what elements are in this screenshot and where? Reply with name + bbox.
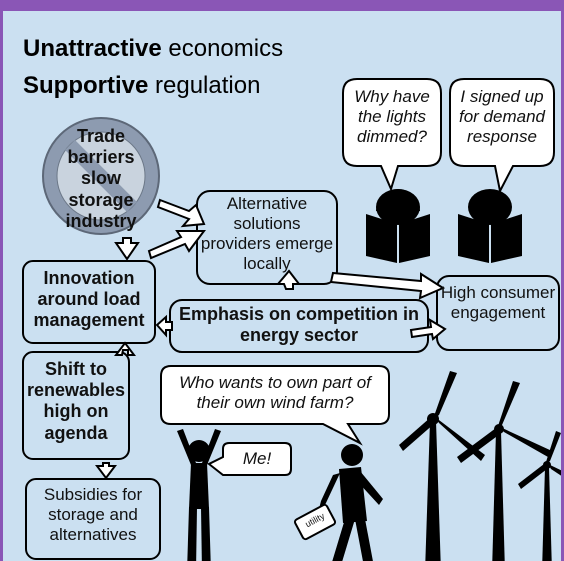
- wind-farm-speech-bubble: [160, 365, 390, 446]
- lights-speech-bubble: [342, 78, 442, 192]
- lights-speech-text: Why have the lights dimmed?: [354, 87, 430, 147]
- me-speech-bubble: [207, 442, 292, 476]
- demand-speech-text: I signed up for demand response: [459, 87, 545, 147]
- flow-arrows: [95, 198, 447, 480]
- businessman-icon: [313, 444, 383, 561]
- person-reading-icon: [366, 189, 430, 263]
- emphasis-text: Emphasis on competition in energy sector: [178, 304, 420, 346]
- wind-turbine-icon: [518, 431, 561, 561]
- diagram-canvas: [22, 78, 561, 561]
- briefcase-icon: [294, 503, 336, 541]
- high-engagement-box: [436, 275, 560, 351]
- subsidies-box: [25, 478, 161, 560]
- shift-box: [22, 351, 130, 460]
- innovation-text: Innovation around load management: [33, 268, 145, 331]
- cheering-person-icon: [177, 429, 221, 561]
- high-engagement-text: High consumer engagement: [440, 283, 556, 323]
- trade-barriers-text: Trade barriers slow storage industry: [65, 126, 137, 231]
- alternative-solutions-text: Alternative solutions providers emerge l…: [200, 194, 334, 274]
- wind-turbine-icon: [399, 371, 485, 561]
- demand-speech-bubble: [449, 78, 555, 194]
- me-speech-text: Me!: [242, 449, 272, 468]
- no-entry-icon: [42, 117, 160, 235]
- person-reading-icon: [458, 189, 522, 263]
- wind-turbine-icon: [457, 381, 552, 561]
- subsidies-text: Subsidies for storage and alternatives: [43, 485, 143, 545]
- shift-text: Shift to renewables high on agenda: [26, 359, 126, 443]
- wind-farm-speech-text: Who wants to own part of their own wind …: [179, 373, 371, 413]
- innovation-box: [22, 260, 156, 344]
- headline-regulation: Supportive regulation: [23, 72, 261, 99]
- headline-economics: Unattractive economics: [23, 35, 284, 62]
